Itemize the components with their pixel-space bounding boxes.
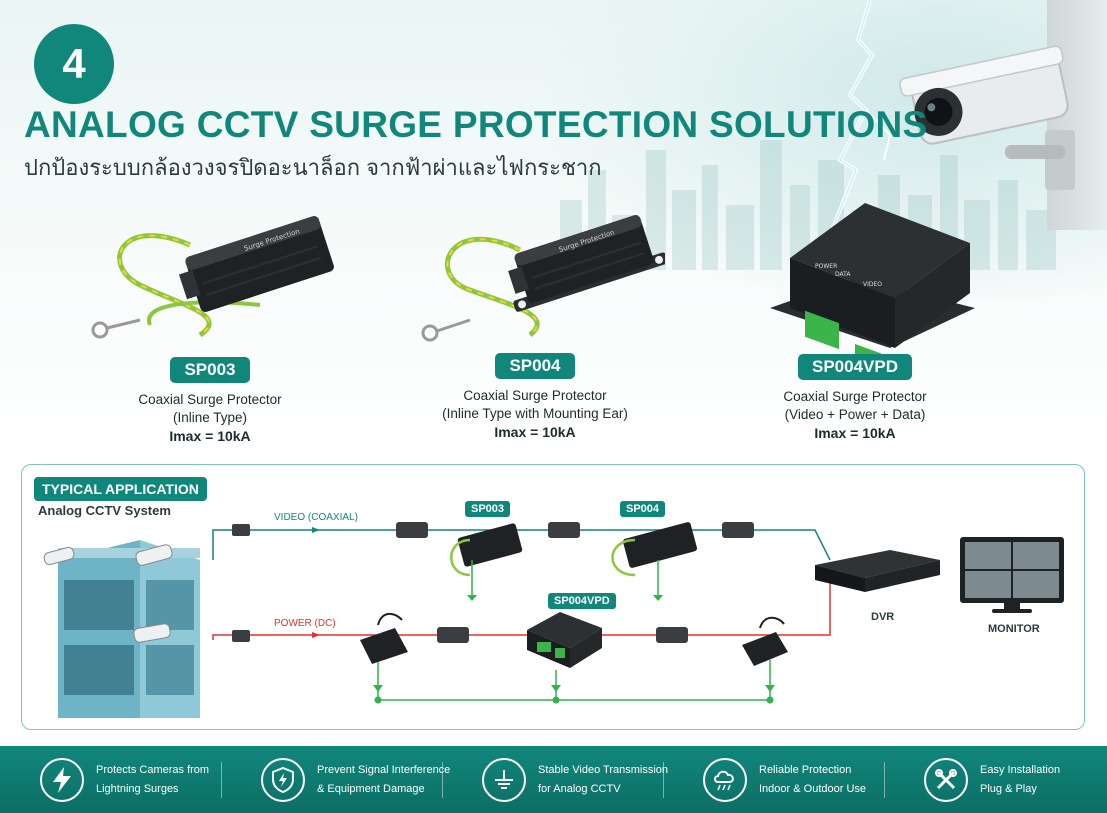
sp003-diagram-badge: SP003 (465, 501, 511, 517)
typical-application-badge: TYPICAL APPLICATION (34, 477, 207, 501)
feature-lightning: Protects Cameras from Lightning Surges (0, 746, 221, 813)
sp004vpd-port-power: POWER (815, 263, 837, 270)
feature-lightning-line2: Lightning Surges (96, 782, 179, 795)
feature-shield-line1: Prevent Signal Interference (317, 763, 451, 776)
power-dc-label: POWER (DC) (274, 618, 336, 629)
shield-icon (261, 757, 305, 802)
feature-ground: Stable Video Transmission for Analog CCT… (442, 746, 668, 813)
dvr-device (815, 550, 940, 592)
sp004-diagram-badge: SP004 (620, 501, 666, 517)
typical-application-subtitle: Analog CCTV System (38, 503, 171, 518)
camera-illustration (899, 45, 1075, 190)
feature-cloud-rain: Reliable Protection Indoor & Outdoor Use (663, 746, 884, 813)
sp004-desc: Coaxial Surge Protector (Inline Type wit… (385, 387, 685, 441)
feature-ground-line2: for Analog CCTV (538, 782, 621, 795)
features-footer: Protects Cameras from Lightning Surges P… (0, 746, 1107, 813)
feature-shield: Prevent Signal Interference & Equipment … (221, 746, 450, 813)
power-adapter-left (360, 612, 408, 664)
product-sp003: Surge Protection SP003 Coaxial Surge Pro… (60, 205, 360, 445)
sp003-desc-line2: (Inline Type) (172, 410, 248, 425)
sp003-model-badge: SP003 (170, 357, 250, 383)
sp003-imax: Imax = 10kA (169, 428, 251, 444)
feature-tools-line1: Easy Installation (980, 763, 1061, 776)
sp004vpd-port-video: VIDEO (863, 281, 882, 288)
sp004-model-badge: SP004 (495, 353, 575, 379)
sp003-desc: Coaxial Surge Protector (Inline Type) Im… (60, 391, 360, 445)
feature-lightning-line1: Protects Cameras from (96, 763, 210, 776)
sp004vpd-diagram-badge: SP004VPD (548, 593, 616, 609)
feature-cloud-rain-line2: Indoor & Outdoor Use (759, 782, 867, 795)
sp004-desc-line1: Coaxial Surge Protector (463, 388, 607, 403)
product-sp004vpd: POWER DATA VIDEO SP004VPD Coaxial Surge … (705, 198, 1005, 442)
feature-tools-line2: Plug & Play (980, 782, 1037, 795)
dvr-label: DVR (871, 611, 895, 623)
power-adapter-right (742, 616, 788, 666)
sp003-diagram-device (457, 523, 523, 567)
page-subtitle: ปกป้องระบบกล้องวงจรปิดอะนาล็อก จากฟ้าผ่า… (24, 155, 602, 180)
product-sp004: Surge Protection SP004 Coaxial Surge Pro… (385, 205, 685, 441)
feature-ground-line1: Stable Video Transmission (538, 763, 669, 776)
sp003-desc-line1: Coaxial Surge Protector (138, 392, 282, 407)
sp004vpd-model-badge: SP004VPD (798, 354, 912, 380)
building-illustration (43, 540, 200, 718)
sp004-desc-line2: (Inline Type with Mounting Ear) (442, 406, 628, 421)
lightning-bolt (828, 0, 892, 236)
sp004-device-image: Surge Protection (421, 215, 665, 342)
feature-cloud-rain-line1: Reliable Protection (759, 763, 852, 776)
section-number-badge: 4 (34, 24, 114, 104)
building-camera-icon (43, 544, 173, 643)
sp004-imax: Imax = 10kA (494, 424, 576, 440)
feature-tools: Easy Installation Plug & Play (884, 746, 1105, 813)
sp004-diagram-device (622, 522, 698, 568)
cloud-rain-icon (703, 757, 747, 802)
sp004vpd-diagram-device (527, 612, 602, 668)
tools-icon (924, 757, 968, 802)
sp004vpd-port-data: DATA (835, 271, 851, 278)
page-title: ANALOG CCTV SURGE PROTECTION SOLUTIONS (24, 104, 928, 145)
monitor-device (960, 537, 1064, 613)
monitor-label: MONITOR (988, 623, 1040, 635)
sp004vpd-imax: Imax = 10kA (814, 425, 896, 441)
video-coaxial-label: VIDEO (COAXIAL) (274, 512, 358, 523)
feature-shield-line2: & Equipment Damage (317, 782, 425, 795)
sp004vpd-desc-line2: (Video + Power + Data) (784, 407, 926, 422)
ground-icon (482, 757, 526, 802)
sp004vpd-desc-line1: Coaxial Surge Protector (783, 389, 927, 404)
sp004vpd-desc: Coaxial Surge Protector (Video + Power +… (705, 388, 1005, 442)
sp004vpd-device-image: POWER DATA VIDEO (770, 203, 975, 354)
sp003-device-image: Surge Protection (91, 216, 334, 339)
lightning-icon (40, 757, 84, 802)
